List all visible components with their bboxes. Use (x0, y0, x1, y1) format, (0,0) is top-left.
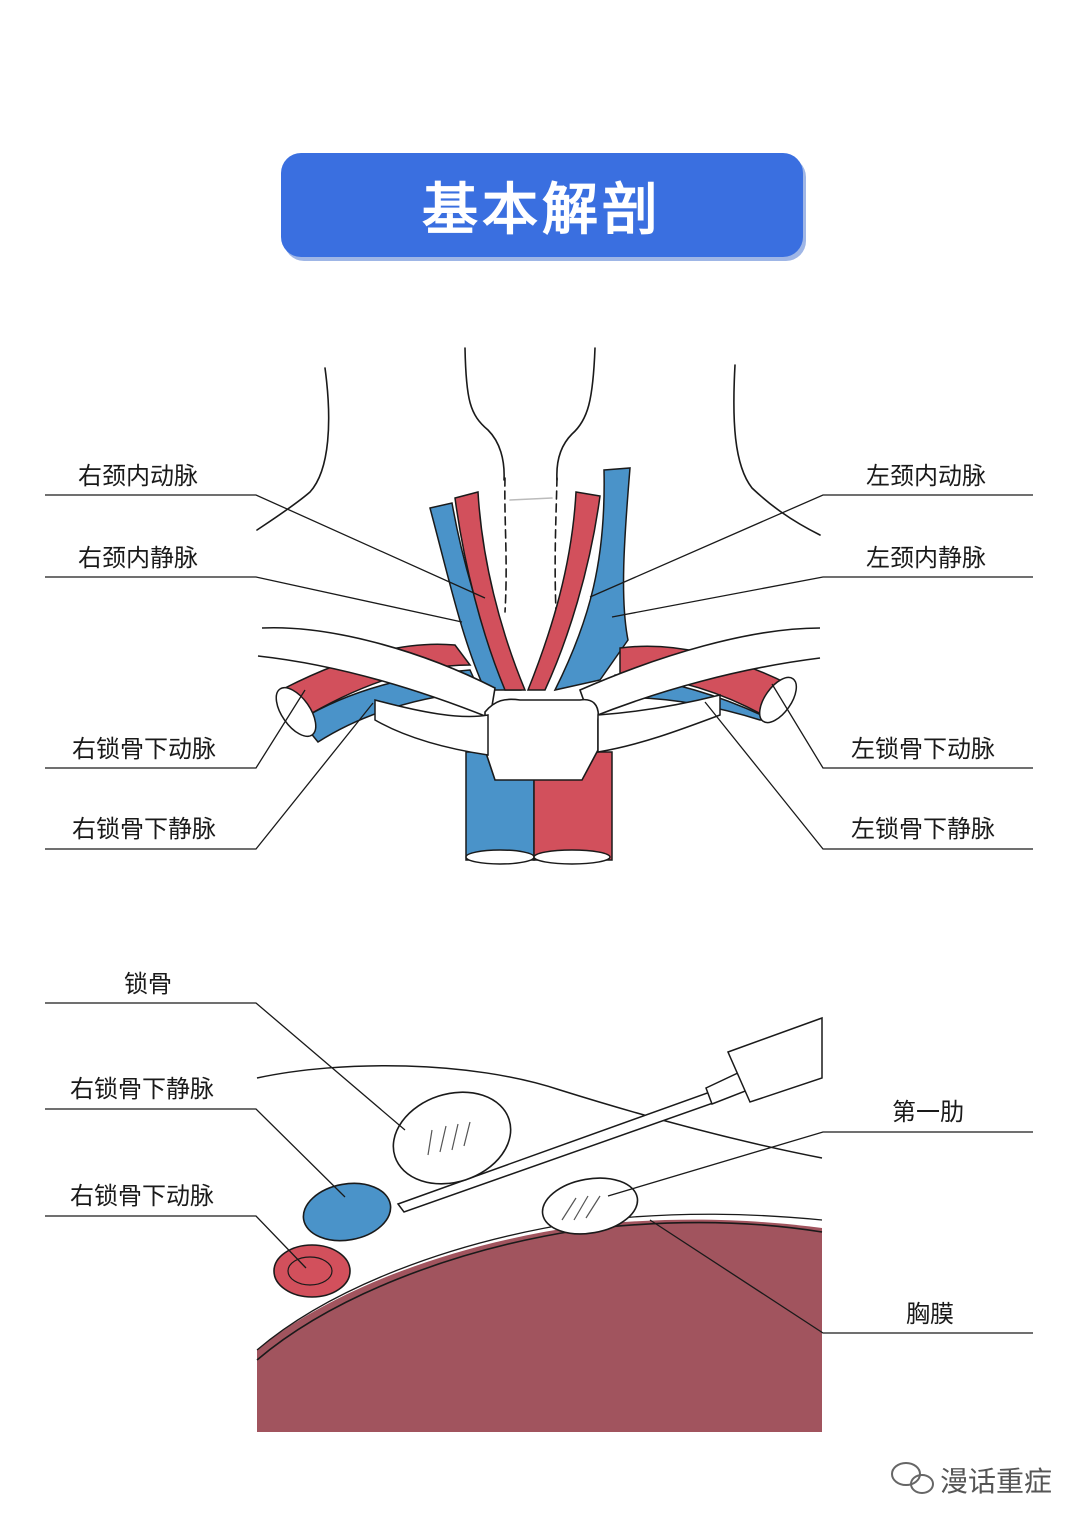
label-left-internal-carotid: 左颈内动脉 (866, 464, 986, 488)
label-right-internal-jugular: 右颈内静脉 (78, 546, 198, 570)
label-left-subclavian-vein: 左锁骨下静脉 (851, 817, 995, 841)
larynx-outline-left (557, 348, 595, 480)
neck-outline-left (734, 365, 820, 535)
watermark-text: 漫话重症 (940, 1460, 1052, 1500)
label-right-subclavian-vein: 右锁骨下静脉 (72, 817, 216, 841)
trachea-left (555, 478, 557, 612)
label-right-internal-carotid: 右颈内动脉 (78, 464, 198, 488)
label-right-subclavian-artery: 右锁骨下动脉 (72, 737, 216, 761)
larynx-outline-right (465, 348, 504, 480)
subclavian-artery-section (274, 1245, 350, 1297)
label-fig2-subclavian-vein: 右锁骨下静脉 (70, 1077, 214, 1101)
leader-fig2-subclavian-artery (45, 1216, 306, 1268)
sternum-manubrium (485, 699, 598, 780)
wechat-icon (892, 1463, 933, 1493)
subclavian-vein-section (299, 1177, 395, 1247)
label-left-subclavian-artery: 左锁骨下动脉 (851, 737, 995, 761)
label-fig2-subclavian-artery: 右锁骨下动脉 (70, 1184, 214, 1208)
pleura-lung (257, 1220, 822, 1432)
label-clavicle: 锁骨 (124, 972, 172, 996)
watermark: 漫话重症 (940, 1462, 1052, 1498)
label-pleura: 胸膜 (906, 1302, 954, 1326)
leader-left-internal-jugular (612, 577, 1033, 617)
label-first-rib: 第一肋 (892, 1100, 964, 1124)
trachea-right (505, 478, 506, 612)
clavicle-section (381, 1078, 522, 1199)
label-left-internal-jugular: 左颈内静脉 (866, 546, 986, 570)
leader-right-internal-jugular (45, 577, 462, 622)
neck-outline-right (257, 368, 329, 530)
leader-first-rib (608, 1132, 1033, 1196)
